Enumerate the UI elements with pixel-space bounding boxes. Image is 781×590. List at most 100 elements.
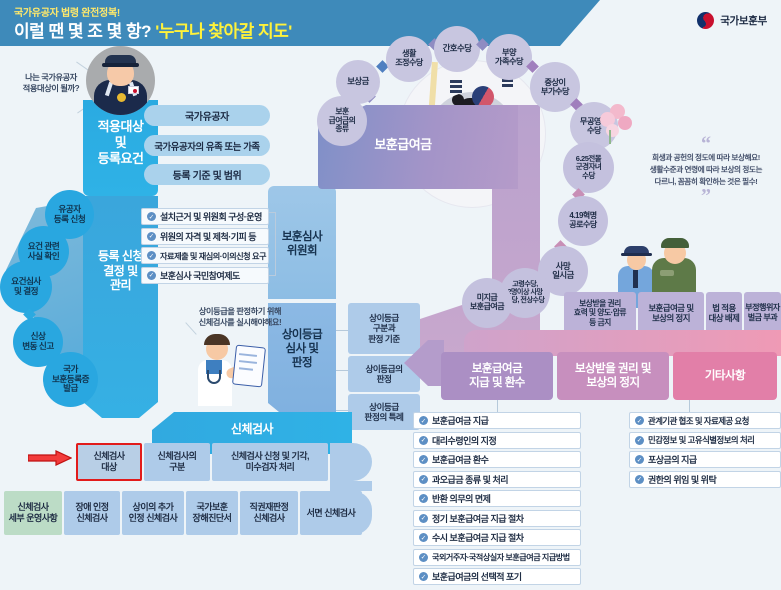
benefit-quote: “ 희생과 공헌의 정도에 따라 보상해요! 생활수준과 연령에 따라 보상의 … bbox=[636, 133, 776, 214]
payment-item-1-label: 대리수령인의 지정 bbox=[432, 435, 497, 446]
other-item-3[interactable]: ✓ 권한의 위임 및 위탁 bbox=[629, 470, 781, 488]
flag-bar-icon bbox=[450, 90, 462, 93]
payment-item-7-label: 국외거주자·국적상실자 보훈급여금 지급방법 bbox=[432, 552, 570, 562]
physical-row2-item-3[interactable]: 국가보훈 장해진단서 bbox=[186, 491, 238, 535]
physical-row2-item-4[interactable]: 직권재판정 신체검사 bbox=[240, 491, 298, 535]
page-title-quoted: '누구나 찾아갈 지도' bbox=[155, 22, 292, 41]
physical-row2-item-0[interactable]: 신체검사 세부 운영사항 bbox=[4, 491, 62, 535]
check-icon: ✓ bbox=[419, 513, 428, 523]
other-item-1[interactable]: ✓ 민감정보 및 고유식별정보의 처리 bbox=[629, 431, 781, 449]
payment-item-4[interactable]: ✓ 반환 의무의 면제 bbox=[413, 490, 581, 507]
benefit-bubble-0[interactable]: 보훈 급여금의 종류 bbox=[317, 96, 367, 146]
payment-item-7[interactable]: ✓ 국외거주자·국적상실자 보훈급여금 지급방법 bbox=[413, 548, 581, 566]
payment-item-8-label: 보훈급여금의 선택적 포기 bbox=[432, 572, 522, 582]
taegeuk-circle-icon bbox=[472, 86, 494, 108]
grade-panel bbox=[268, 303, 336, 421]
payment-item-3[interactable]: ✓ 과오급금 종류 및 처리 bbox=[413, 470, 581, 488]
register-bubble-0[interactable]: 유공자 등록 신청 bbox=[45, 190, 94, 239]
benefit-bubble-1[interactable]: 보상금 bbox=[336, 60, 380, 104]
payment-item-4-label: 반환 의무의 면제 bbox=[432, 494, 491, 504]
check-icon: ✓ bbox=[147, 231, 156, 241]
other-item-0[interactable]: ✓ 관계기관 협조 및 자료제공 요청 bbox=[629, 412, 781, 429]
benefit-bubble-4[interactable]: 부양 가족수당 bbox=[486, 34, 532, 80]
committee-section-title: 보훈심사 위원회 bbox=[281, 231, 323, 258]
payment-item-0[interactable]: ✓ 보훈급여금 지급 bbox=[413, 412, 581, 429]
flag-bar-icon bbox=[450, 80, 462, 83]
register-bubble-2[interactable]: 요건심사 및 결정 bbox=[0, 261, 52, 313]
grade-connector-2 bbox=[336, 410, 348, 411]
physical-pipe-drop bbox=[330, 481, 372, 491]
ribbon-stem-2 bbox=[689, 400, 690, 412]
check-icon: ✓ bbox=[419, 533, 428, 542]
check-icon: ✓ bbox=[147, 270, 156, 280]
check-icon: ✓ bbox=[419, 474, 428, 484]
physical-row2-item-2[interactable]: 상이의 추가 인정 신체검사 bbox=[122, 491, 184, 535]
page-title: 이럴 땐 몇 조 몇 항? '누구나 찾아갈 지도' bbox=[14, 17, 292, 42]
physical-row1-item-2[interactable]: 신체검사 신청 및 기각, 미수검자 처리 bbox=[212, 443, 328, 481]
payment-item-8[interactable]: ✓ 보훈급여금의 선택적 포기 bbox=[413, 568, 581, 585]
register-bubble-4[interactable]: 국가 보훈등록증 발급 bbox=[43, 352, 98, 407]
check-icon: ✓ bbox=[419, 416, 428, 425]
benefit-bubble-11[interactable]: 미지급 보훈급여금 bbox=[462, 278, 512, 328]
suspend-box-2[interactable]: 법 적용 대상 배제 bbox=[706, 292, 742, 334]
physical-row2-item-1[interactable]: 장애 인정 신체검사 bbox=[64, 491, 120, 535]
payment-item-6[interactable]: ✓ 수시 보훈급여금 지급 절차 bbox=[413, 529, 581, 546]
ribbon-stem-0 bbox=[497, 400, 498, 412]
benefit-bubble-8[interactable]: 4.19혁명 공로수당 bbox=[558, 196, 608, 246]
grade-section-title: 상이등급 심사 및 판정 bbox=[281, 329, 323, 370]
suspend-box-3[interactable]: 부정행위자 벌금 부과 bbox=[744, 292, 781, 334]
payment-item-2-label: 보훈급여금 환수 bbox=[432, 455, 489, 465]
payment-item-5-label: 정기 보훈급여금 지급 절차 bbox=[432, 513, 524, 524]
other-item-3-label: 권한의 위임 및 위탁 bbox=[648, 474, 717, 485]
page-title-plain: 이럴 땐 몇 조 몇 항? bbox=[14, 22, 156, 41]
quote-open-mark: “ bbox=[701, 133, 711, 155]
grade-connector-0 bbox=[336, 330, 348, 331]
check-icon: ✓ bbox=[635, 474, 644, 484]
check-icon: ✓ bbox=[635, 455, 644, 464]
red-arrow-icon bbox=[28, 450, 72, 466]
brand: 국가보훈부 bbox=[697, 12, 767, 29]
payment-item-5[interactable]: ✓ 정기 보훈급여금 지급 절차 bbox=[413, 509, 581, 527]
grade-item-2[interactable]: 상이등급 판정의 특례 bbox=[348, 394, 420, 430]
committee-item-2-label: 자료제출 및 재심의·이의신청 요구 bbox=[160, 251, 267, 261]
benefit-bubble-3[interactable]: 간호수당 bbox=[434, 26, 480, 72]
committee-item-1[interactable]: ✓ 위원의 자격 및 제척·기피 등 bbox=[141, 227, 269, 245]
committee-item-3[interactable]: ✓ 보훈심사 국민참여제도 bbox=[141, 266, 269, 284]
other-item-2[interactable]: ✓ 포상금의 지급 bbox=[629, 451, 781, 468]
payment-item-3-label: 과오급금 종류 및 처리 bbox=[432, 474, 509, 485]
veteran-avatar-icon bbox=[86, 46, 155, 115]
physical-row1-item-1[interactable]: 신체검사의 구분 bbox=[144, 443, 210, 481]
flag-bar-icon bbox=[502, 84, 513, 87]
physical-row2-item-5[interactable]: 서면 신체검사 bbox=[300, 491, 362, 535]
other-item-2-label: 포상금의 지급 bbox=[648, 455, 697, 465]
doctor-illustration-icon bbox=[186, 330, 270, 408]
committee-item-0-label: 설치근거 및 위원회 구성·운영 bbox=[160, 212, 262, 222]
check-icon: ✓ bbox=[147, 212, 156, 221]
payment-item-2[interactable]: ✓ 보훈급여금 환수 bbox=[413, 451, 581, 468]
bottom-ribbon-0[interactable]: 보훈급여금 지급 및 환수 bbox=[441, 352, 553, 400]
benefit-bubble-7[interactable]: 6.25전몰 군경자녀 수당 bbox=[563, 142, 614, 193]
physical-section-title: 신체검사 bbox=[230, 422, 274, 436]
apply-item-2[interactable]: 등록 기준 및 범위 bbox=[144, 164, 270, 185]
other-item-0-label: 관계기관 협조 및 자료제공 요청 bbox=[648, 415, 749, 426]
other-item-1-label: 민감정보 및 고유식별정보의 처리 bbox=[648, 435, 755, 445]
committee-bracket bbox=[269, 212, 276, 276]
committee-item-0[interactable]: ✓ 설치근거 및 위원회 구성·운영 bbox=[141, 208, 269, 225]
benefit-bubble-2[interactable]: 생활 조정수당 bbox=[386, 36, 432, 82]
flower-decoration-icon bbox=[600, 104, 634, 144]
committee-item-2[interactable]: ✓ 자료제출 및 재심의·이의신청 요구 bbox=[141, 247, 269, 264]
brand-label: 국가보훈부 bbox=[720, 15, 767, 27]
bottom-ribbon-2[interactable]: 기타사항 bbox=[673, 352, 777, 400]
apply-item-1[interactable]: 국가유공자의 유족 또는 가족 bbox=[144, 135, 270, 156]
suspend-box-1[interactable]: 보훈급여금 및 보상의 정지 bbox=[638, 292, 704, 334]
bottom-ribbon-1[interactable]: 보상받을 권리 및 보상의 정지 bbox=[557, 352, 669, 400]
suspend-box-0[interactable]: 보상받을 권리 효력 및 양도·압류 등 금지 bbox=[564, 292, 636, 334]
korea-government-taegeuk-icon bbox=[697, 12, 715, 29]
physical-row1-item-0[interactable]: 신체검사 대상 bbox=[76, 443, 142, 481]
committee-item-1-label: 위원의 자격 및 제척·기피 등 bbox=[160, 231, 257, 242]
grade-item-0[interactable]: 상이등급 구분과 판정 기준 bbox=[348, 303, 420, 354]
payment-item-1[interactable]: ✓ 대리수령인의 지정 bbox=[413, 431, 581, 449]
apply-item-0[interactable]: 국가유공자 bbox=[144, 105, 270, 126]
apply-thought-bubble: 나는 국가유공자 적용대상이 될까? bbox=[22, 73, 80, 94]
